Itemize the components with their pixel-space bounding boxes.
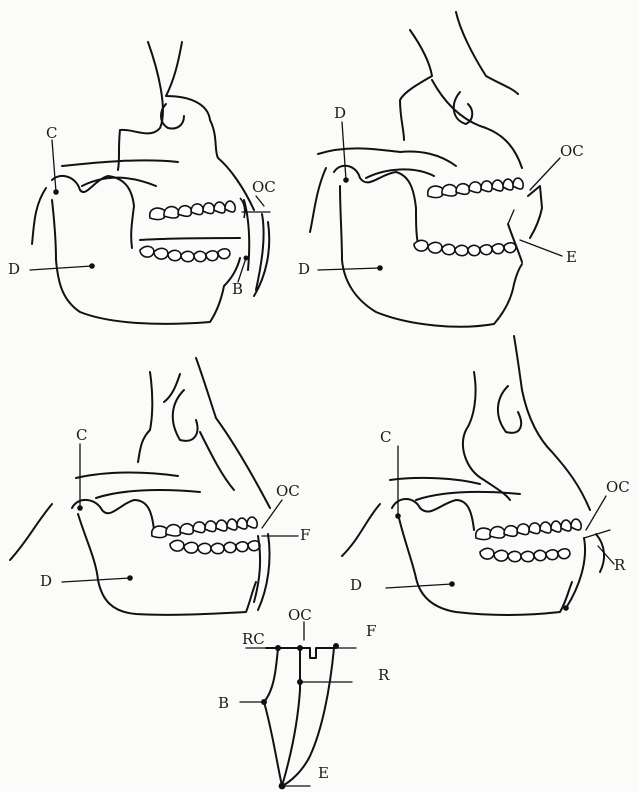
upper-teeth — [476, 519, 581, 539]
label-r: R — [614, 556, 626, 574]
label-b: B — [232, 280, 243, 298]
label-c: C — [46, 124, 57, 142]
label-rc: RC — [242, 630, 265, 648]
label-oc: OC — [606, 478, 630, 496]
label-f: F — [300, 526, 310, 544]
label-oc: OC — [288, 606, 312, 624]
panel-bottom-left: C D OC F — [10, 358, 310, 615]
upper-teeth — [150, 198, 245, 220]
label-r: R — [378, 666, 390, 684]
lower-teeth — [414, 240, 516, 255]
label-d: D — [298, 260, 310, 278]
label-d: D — [8, 260, 20, 278]
label-d: D — [350, 576, 362, 594]
label-c: C — [380, 428, 391, 446]
label-c: C — [76, 426, 87, 444]
panel-top-right: D D OC E — [298, 12, 584, 327]
label-oc: OC — [252, 178, 276, 196]
schematic-diagram: OC RC F R B E — [218, 606, 390, 789]
lower-teeth — [170, 540, 260, 553]
label-oc: OC — [276, 482, 300, 500]
label-e: E — [318, 764, 329, 782]
label-oc: OC — [560, 142, 584, 160]
label-d-top: D — [334, 104, 346, 122]
panel-top-left: C D OC B — [8, 42, 276, 324]
upper-teeth — [152, 517, 257, 537]
upper-teeth — [428, 178, 523, 197]
label-e: E — [566, 248, 577, 266]
panel-bottom-right: C D OC R — [342, 336, 630, 615]
label-d: D — [40, 572, 52, 590]
lower-teeth — [140, 246, 230, 261]
lower-teeth — [480, 548, 570, 561]
label-f: F — [366, 622, 376, 640]
label-b: B — [218, 694, 229, 712]
